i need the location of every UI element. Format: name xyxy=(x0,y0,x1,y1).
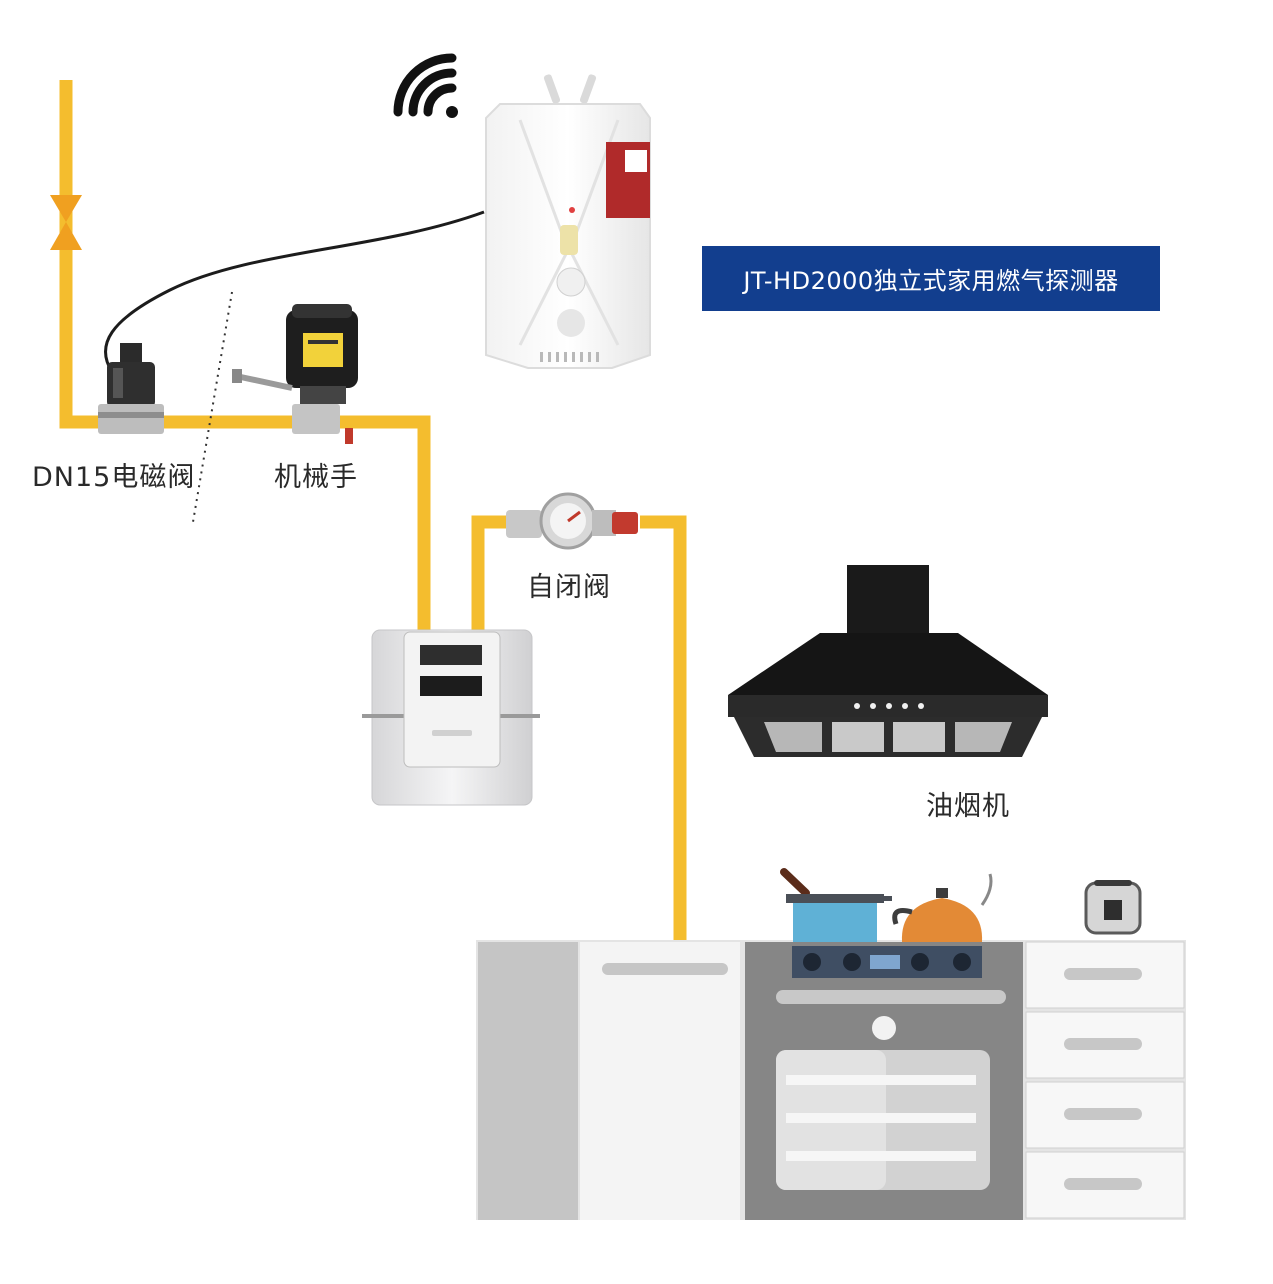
solenoid-valve-label: DN15电磁阀 xyxy=(32,462,196,493)
gas-detector-icon xyxy=(485,74,651,369)
range-hood-label: 油烟机 xyxy=(926,791,1010,822)
solenoid-valve-icon xyxy=(98,343,164,434)
manual-valve-icon xyxy=(50,195,82,250)
gas-meter-icon xyxy=(362,629,540,806)
self-closing-valve-label: 自闭阀 xyxy=(527,572,611,603)
manipulator-label: 机械手 xyxy=(274,462,358,493)
kitchen-cabinet-icon xyxy=(476,940,1186,1220)
wifi-icon xyxy=(393,53,458,118)
rice-cooker-icon xyxy=(1084,880,1142,935)
signal-cable xyxy=(103,210,485,373)
product-title-banner: JT-HD2000独立式家用燃气探测器 xyxy=(702,246,1160,311)
self-closing-valve-icon xyxy=(506,492,638,550)
range-hood-icon xyxy=(728,565,1048,757)
separator-line xyxy=(192,291,233,523)
kettle-icon xyxy=(892,873,993,942)
pot-icon xyxy=(780,868,892,942)
manipulator-icon xyxy=(232,304,358,444)
